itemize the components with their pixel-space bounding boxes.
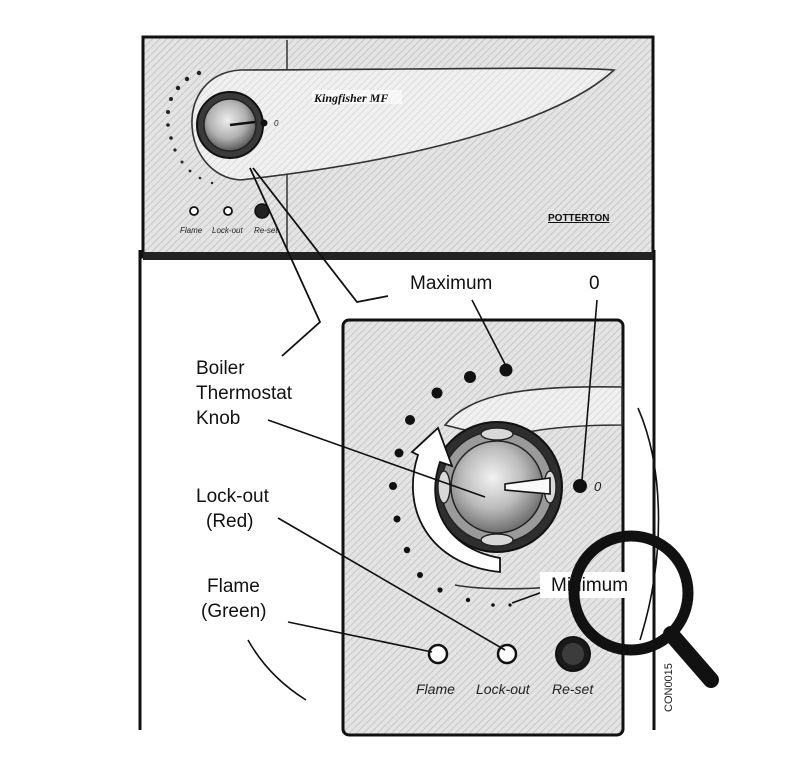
boiler-label-line3: Knob <box>196 408 240 429</box>
maximum-label: Maximum <box>410 273 492 294</box>
detail-reset-label: Re-set <box>552 681 594 697</box>
top-dial-dots <box>166 70 214 185</box>
top-reset-label: Re-set <box>254 226 278 235</box>
flame-label-line2: (Green) <box>201 601 266 622</box>
flame-label-line1: Flame <box>207 576 260 597</box>
detail-panel: 0 Flame Lock-out Re-set <box>341 318 625 737</box>
top-flame-lamp <box>189 206 199 216</box>
lockout-lamp <box>496 643 518 665</box>
top-control-panel: 0 Flame Lock-out Re-set Kingfisher MF PO… <box>141 35 655 260</box>
zero-label: 0 <box>589 273 600 294</box>
top-flame-label: Flame <box>180 226 203 235</box>
detail-flame-label: Flame <box>416 681 455 697</box>
figure-code: CON0015 <box>663 663 675 712</box>
magnifier-icon[interactable] <box>568 530 719 688</box>
rotation-arrow-icon <box>410 426 501 573</box>
top-zero-mark: 0 <box>274 119 279 128</box>
detail-zero-mark: 0 <box>594 479 602 494</box>
detail-lockout-label: Lock-out <box>476 681 531 697</box>
flame-lamp <box>427 643 449 665</box>
lockout-label-line2: (Red) <box>206 511 254 532</box>
top-lockout-lamp <box>223 206 233 216</box>
manufacturer-logo: POTTERTON <box>548 213 609 224</box>
detail-dial-dots <box>389 363 513 607</box>
boiler-label-line1: Boiler <box>196 358 245 379</box>
top-lockout-label: Lock-out <box>212 226 243 235</box>
lockout-label-line1: Lock-out <box>196 486 270 507</box>
detail-outline-arcs <box>247 407 660 701</box>
zoom-callout-lines <box>249 167 389 357</box>
minimum-label: Minimum <box>551 575 628 596</box>
brand-logo: Kingfisher MF <box>313 91 388 105</box>
leader-lines <box>267 299 598 653</box>
boiler-label-line2: Thermostat <box>196 383 293 404</box>
